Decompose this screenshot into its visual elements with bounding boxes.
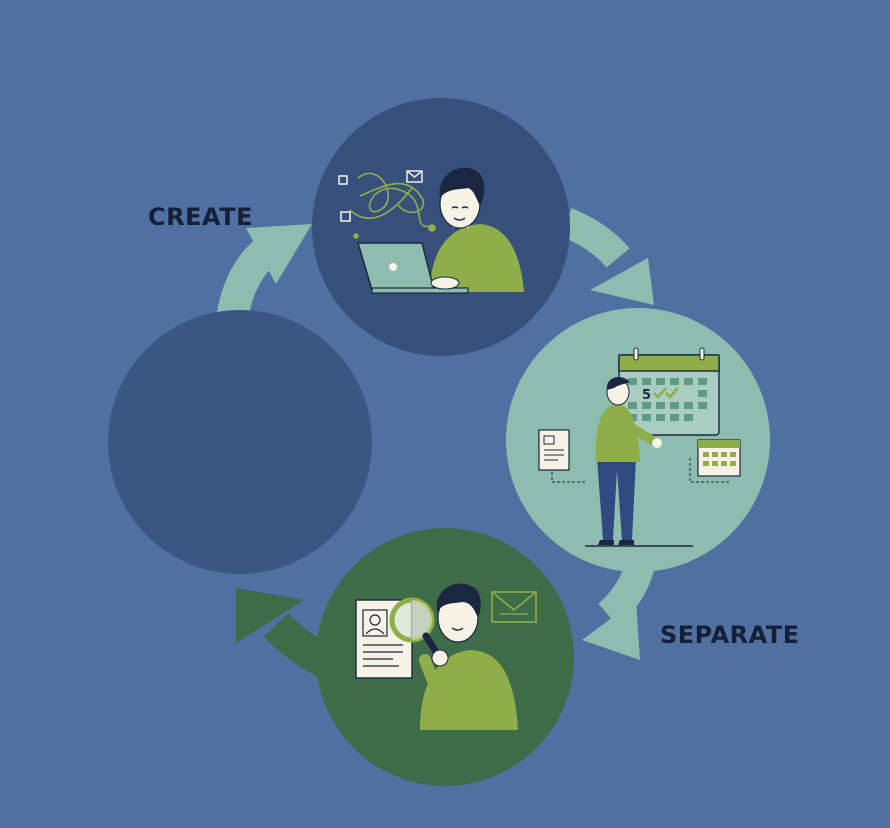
envelope-icon: [491, 591, 537, 623]
calendar-date-number: 5: [642, 388, 651, 403]
schedule-step-circle: 5: [506, 308, 770, 572]
doodle-icon: [338, 172, 436, 239]
small-calendar-icon: [689, 439, 741, 483]
arrow-top-to-right: [560, 208, 654, 305]
envelope-icon: [406, 170, 423, 183]
document-icon: [538, 429, 586, 483]
check-icon: [653, 387, 679, 399]
person-magnifier-icon: [419, 583, 518, 730]
separate-step-circle: [316, 528, 574, 786]
arrow-right-to-bottom: [582, 560, 655, 660]
person-calendar-icon: [585, 376, 693, 547]
create-step-circle: [312, 98, 570, 356]
magnifier-icon: [389, 597, 449, 667]
label-separate: SEPARATE: [660, 621, 800, 649]
arrow-create-to-top: [216, 224, 312, 321]
label-create: CREATE: [148, 203, 253, 231]
empty-step-circle: [108, 310, 372, 574]
person-laptop-icon: [356, 167, 524, 294]
